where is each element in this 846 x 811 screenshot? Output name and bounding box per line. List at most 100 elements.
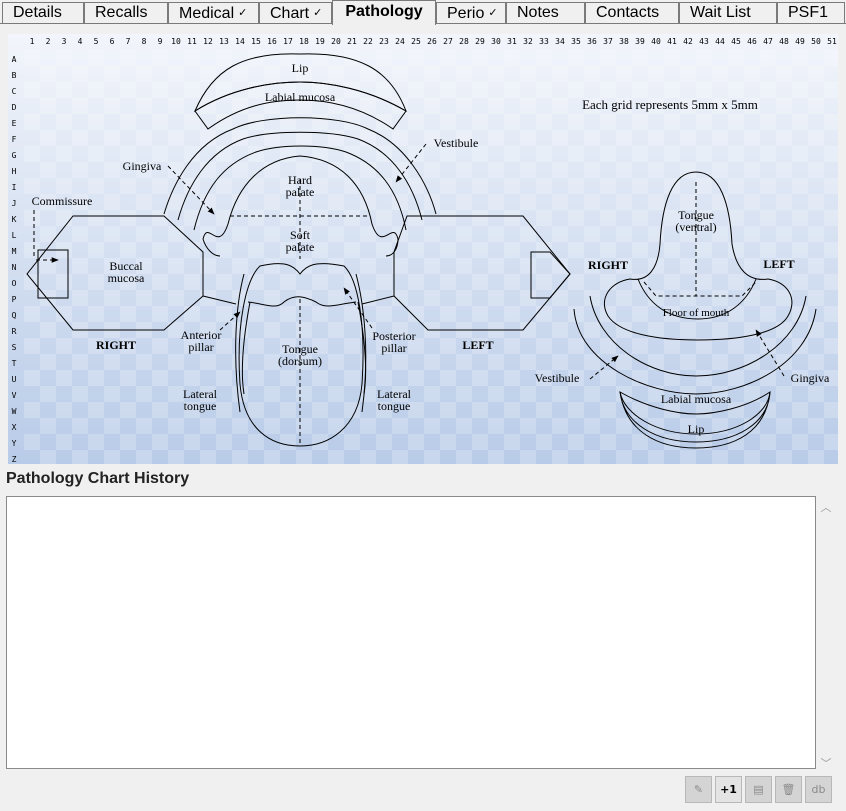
- grid-cell: [168, 162, 184, 178]
- grid-column-label: 13: [219, 37, 229, 46]
- tab-details[interactable]: Details: [2, 2, 84, 23]
- edit-button[interactable]: ✎: [685, 776, 712, 803]
- grid-cell: [392, 130, 408, 146]
- grid-cell: [184, 82, 200, 98]
- grid-cell: [152, 338, 168, 354]
- grid-cell: [552, 418, 568, 434]
- left-commissure-box: [37, 249, 69, 299]
- grid-cell: [328, 98, 344, 114]
- grid-cell: [200, 386, 216, 402]
- grid-cell: [168, 418, 184, 434]
- fauces-left: [202, 295, 237, 305]
- label-labial-mucosa-bottom: Labial mucosa: [661, 392, 732, 406]
- grid-cell: [120, 274, 136, 290]
- grid-cell: [24, 146, 40, 162]
- grid-cell: [360, 322, 376, 338]
- history-list[interactable]: [6, 496, 816, 769]
- grid-cell: [504, 338, 520, 354]
- grid-cell: [120, 210, 136, 226]
- tab-pathology[interactable]: Pathology: [332, 0, 436, 25]
- grid-row-label: F: [12, 135, 17, 144]
- grid-cell: [200, 194, 216, 210]
- grid-cell: [696, 82, 712, 98]
- grid-cell: [728, 82, 744, 98]
- palate-left-edge: [202, 238, 221, 257]
- grid-cell: [200, 418, 216, 434]
- grid-cell: [792, 178, 808, 194]
- grid-cell: [88, 242, 104, 258]
- grid-checker: [24, 50, 840, 466]
- grid-cell: [312, 338, 328, 354]
- grid-cell: [216, 50, 232, 66]
- grid-cell: [488, 226, 504, 242]
- add-one-button[interactable]: +1: [715, 776, 742, 803]
- grid-cell: [168, 66, 184, 82]
- grid-cell: [744, 258, 760, 274]
- grid-cell: [488, 162, 504, 178]
- grid-cell: [616, 194, 632, 210]
- grid-cell: [152, 274, 168, 290]
- grid-cell: [360, 98, 376, 114]
- grid-column-label: 32: [523, 37, 533, 46]
- tab-perio[interactable]: Perio✓: [436, 2, 506, 23]
- grid-cell: [360, 450, 376, 466]
- tab-medical[interactable]: Medical✓: [168, 2, 259, 23]
- grid-column-label: 12: [203, 37, 213, 46]
- print-button[interactable]: ▤: [745, 776, 772, 803]
- grid-cell: [408, 274, 424, 290]
- grid-cell: [152, 50, 168, 66]
- grid-cell: [280, 210, 296, 226]
- grid-cell: [40, 354, 56, 370]
- grid-cell: [632, 306, 648, 322]
- grid-cell: [600, 50, 616, 66]
- grid-cell: [712, 162, 728, 178]
- label-posterior-2: pillar: [381, 341, 406, 355]
- tab-psf1[interactable]: PSF1: [777, 2, 845, 23]
- grid-cell: [120, 50, 136, 66]
- lower-vestibule-outer: [573, 308, 817, 395]
- grid-cell: [520, 226, 536, 242]
- grid-row-label: K: [12, 215, 17, 224]
- scroll-down-icon[interactable]: ﹀: [820, 757, 832, 770]
- grid-cell: [680, 130, 696, 146]
- grid-cell: [120, 434, 136, 450]
- scroll-up-icon[interactable]: ︿: [820, 501, 832, 514]
- tab-notes[interactable]: Notes: [506, 2, 585, 23]
- label-lip-bottom: Lip: [688, 422, 705, 436]
- grid-cell: [328, 162, 344, 178]
- db-button[interactable]: db: [805, 776, 832, 803]
- grid-cell: [424, 354, 440, 370]
- grid-cell: [168, 258, 184, 274]
- grid-cell: [664, 50, 680, 66]
- grid-cell: [584, 354, 600, 370]
- grid-cell: [520, 322, 536, 338]
- grid-cell: [520, 258, 536, 274]
- grid-cell: [216, 306, 232, 322]
- grid-cell: [200, 322, 216, 338]
- grid-column-label: 5: [94, 37, 99, 46]
- grid-cell: [424, 290, 440, 306]
- grid-cell: [744, 162, 760, 178]
- tab-recalls[interactable]: Recalls: [84, 2, 168, 23]
- tab-contacts[interactable]: Contacts: [585, 2, 679, 23]
- grid-cell: [552, 354, 568, 370]
- grid-cell: [648, 194, 664, 210]
- label-tongue-ventral-1: Tongue: [678, 208, 714, 222]
- print-icon: ▤: [753, 783, 764, 796]
- label-posterior-1: Posterior: [372, 329, 415, 343]
- grid-cell: [792, 82, 808, 98]
- grid-column-label: 22: [363, 37, 373, 46]
- tongue-dorsum-tip: [247, 296, 357, 307]
- tab-wait-list[interactable]: Wait List: [679, 2, 777, 23]
- grid-cell: [536, 338, 552, 354]
- grid-cell: [648, 130, 664, 146]
- grid-cell: [728, 146, 744, 162]
- delete-button[interactable]: 🗑: [775, 776, 802, 803]
- tab-chart[interactable]: Chart✓: [259, 2, 332, 23]
- grid-cell: [184, 402, 200, 418]
- grid-cell: [776, 226, 792, 242]
- grid-cell: [72, 98, 88, 114]
- grid-cell: [824, 82, 840, 98]
